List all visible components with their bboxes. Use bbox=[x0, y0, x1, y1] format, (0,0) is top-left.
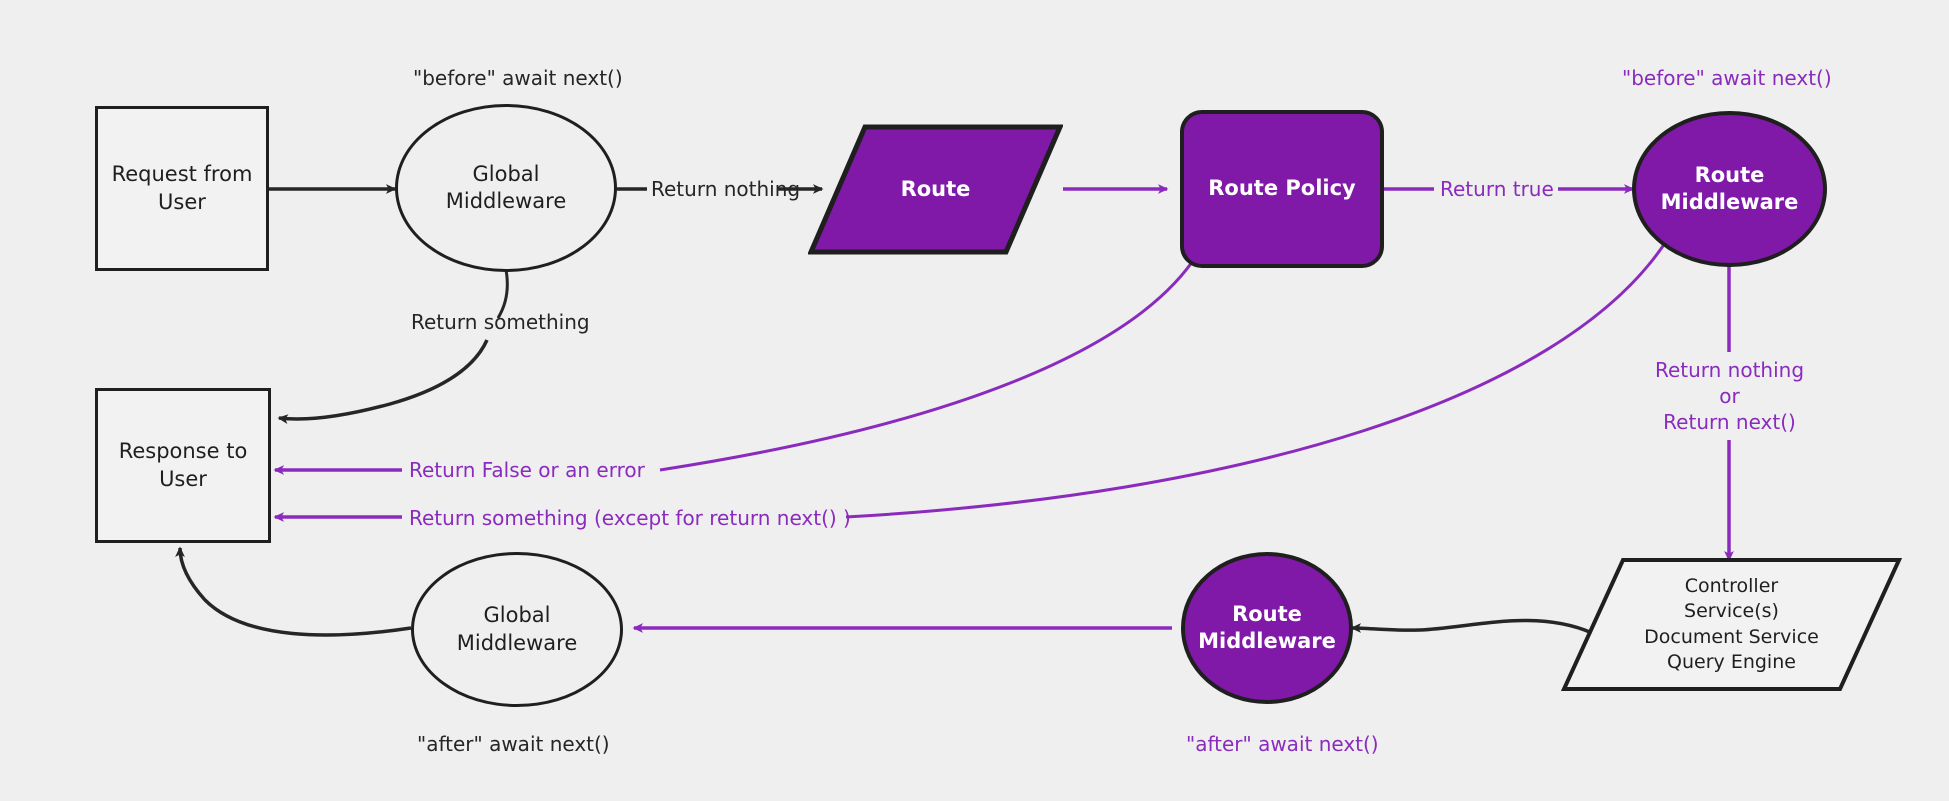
annotation-after-await-next-route: "after" await next() bbox=[1186, 732, 1379, 756]
edge-route-policy-to-return-false bbox=[659, 249, 1202, 472]
edge-route-middleware-to-return-something bbox=[845, 242, 1667, 519]
node-global-middleware-top-label: Global Middleware bbox=[445, 161, 567, 213]
edge-label-return-nothing-or-return-next: Return nothing or Return next() bbox=[1651, 357, 1808, 435]
edge-label-return-next-line: Return next() bbox=[1663, 410, 1796, 434]
annotation-before-await-next-route: "before" await next() bbox=[1622, 66, 1832, 90]
node-request-from-user[interactable]: Request from User bbox=[95, 106, 269, 271]
node-response-to-user-label: Response to User bbox=[118, 439, 248, 491]
edge-label-return-true: Return true bbox=[1440, 177, 1554, 201]
edge-label-return-nothing-line: Return nothing bbox=[1654, 358, 1805, 382]
node-global-middleware-top[interactable]: Global Middleware bbox=[395, 104, 617, 272]
edge-global-middleware-bottom-to-response bbox=[175, 546, 412, 637]
edge-label-return-false-or-error: Return False or an error bbox=[409, 458, 645, 482]
edge-return-something-to-response bbox=[277, 339, 489, 424]
node-route[interactable]: Route bbox=[808, 124, 1063, 255]
node-route-middleware-bottom-label: Route Middleware bbox=[1198, 601, 1336, 653]
node-response-to-user[interactable]: Response to User bbox=[95, 388, 271, 543]
node-route-label: Route bbox=[900, 176, 971, 201]
node-route-policy-label: Route Policy bbox=[1208, 176, 1356, 201]
node-global-middleware-bottom[interactable]: Global Middleware bbox=[411, 552, 623, 707]
edge-controller-to-route-middleware-bottom bbox=[1350, 618, 1593, 635]
edge-label-return-something: Return something bbox=[411, 310, 590, 334]
annotation-after-await-next-global: "after" await next() bbox=[417, 732, 610, 756]
controller-parallelogram-shape bbox=[1561, 558, 1902, 691]
node-request-from-user-label: Request from User bbox=[111, 162, 253, 214]
node-route-middleware-top-label: Route Middleware bbox=[1660, 162, 1799, 214]
node-route-middleware-top[interactable]: Route Middleware bbox=[1632, 111, 1827, 267]
edge-label-return-nothing: Return nothing bbox=[651, 177, 801, 201]
node-route-policy[interactable]: Route Policy bbox=[1180, 110, 1384, 268]
node-controller-stack-label: Controller Service(s) Document Service Q… bbox=[1644, 575, 1819, 673]
node-controller-stack[interactable]: Controller Service(s) Document Service Q… bbox=[1561, 557, 1902, 692]
node-route-middleware-bottom[interactable]: Route Middleware bbox=[1181, 552, 1353, 704]
edge-label-return-something-except-next: Return something (except for return next… bbox=[409, 506, 851, 530]
route-parallelogram-shape bbox=[808, 124, 1063, 255]
edge-label-or-line: or bbox=[1719, 384, 1740, 408]
annotation-before-await-next-global: "before" await next() bbox=[413, 66, 623, 90]
node-global-middleware-bottom-label: Global Middleware bbox=[456, 603, 578, 655]
